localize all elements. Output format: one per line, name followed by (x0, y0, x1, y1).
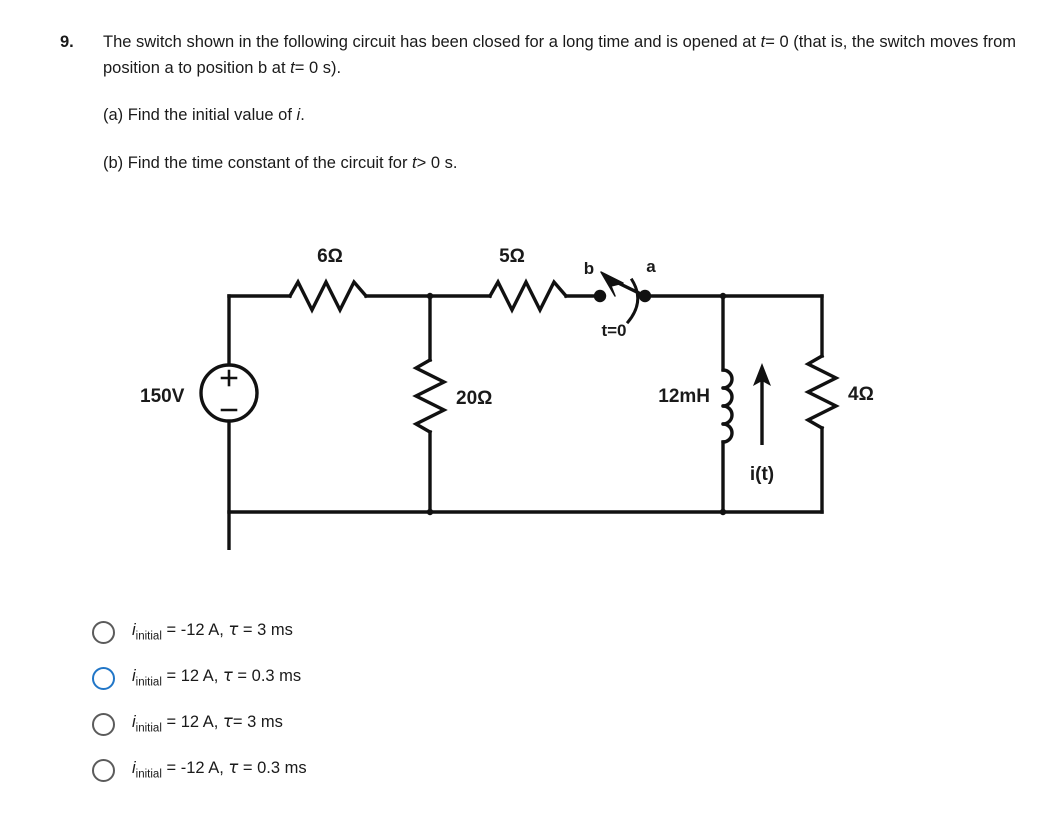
question-stem: The switch shown in the following circui… (103, 30, 1020, 81)
stem-text-2: = 0 (that is, the switch moves from posi… (103, 33, 1017, 77)
part-b-variable-t: t (412, 153, 417, 172)
switch-terminal-a-dot[interactable] (638, 289, 652, 303)
radio-button-2[interactable] (92, 666, 115, 690)
part-b-text-end: > 0 s. (416, 153, 458, 172)
resistor-4ohm-label: 4Ω (848, 384, 874, 405)
option-2-tau-symbol: τ (222, 665, 233, 685)
junction-dot-inductor-bottom (719, 508, 727, 516)
resistor-20ohm-label: 20Ω (456, 388, 492, 409)
answer-options-list: iinitial = -12 A, τ = 3 ms iinitial = 12… (92, 612, 652, 796)
part-a-period: . (300, 106, 305, 125)
option-4-variable: i (132, 758, 136, 777)
question-block: 9. The switch shown in the following cir… (60, 30, 1020, 176)
option-2-variable: i (132, 666, 136, 685)
option-1-subscript: initial (135, 630, 162, 643)
question-stem-row: 9. The switch shown in the following cir… (60, 30, 1020, 81)
question-part-b: (b) Find the time constant of the circui… (103, 151, 1020, 177)
option-3-value: = 12 A, (161, 712, 223, 731)
resistor-5ohm-label: 5Ω (499, 246, 525, 267)
resistor-20ohm-symbol (412, 357, 448, 435)
switch-terminal-b-dot[interactable] (593, 289, 607, 303)
junction-dot-inductor-top (719, 292, 727, 300)
option-4-value: = -12 A, (161, 758, 229, 777)
resistor-6ohm-label: 6Ω (317, 246, 343, 267)
resistor-6ohm-symbol (287, 278, 369, 314)
part-a-text: (a) Find the initial value of (103, 106, 297, 125)
option-2-value: = 12 A, (161, 666, 223, 685)
stem-variable-t1: t (760, 33, 766, 51)
option-row-2[interactable]: iinitial = 12 A, τ = 0.3 ms (92, 658, 652, 698)
junction-dot-20ohm-top (426, 292, 434, 300)
option-3-tau-symbol: τ (222, 711, 233, 731)
option-2-tau-value: = 0.3 ms (232, 666, 302, 685)
switch-time-label: t=0 (601, 321, 626, 340)
option-row-4[interactable]: iinitial = -12 A, τ = 0.3 ms (92, 750, 652, 790)
inductor-label: 12mH (658, 386, 710, 407)
radio-button-4[interactable] (92, 758, 115, 782)
resistor-4ohm-symbol (804, 353, 840, 431)
option-1-value: = -12 A, (161, 620, 229, 639)
question-number: 9. (60, 33, 74, 51)
stem-text-3: = 0 s). (294, 58, 342, 77)
stem-variable-t2: t (290, 58, 295, 77)
current-label: i(t) (750, 464, 774, 485)
option-row-1[interactable]: iinitial = -12 A, τ = 3 ms (92, 612, 652, 652)
resistor-5ohm-symbol (487, 278, 569, 314)
current-arrow-icon (753, 363, 771, 445)
option-3-variable: i (132, 712, 136, 731)
switch-terminal-a-label: a (646, 257, 656, 276)
stem-text-1: The switch shown in the following circui… (103, 33, 761, 51)
option-label-3: iinitial = 12 A, τ= 3 ms (132, 712, 283, 736)
radio-button-3[interactable] (92, 712, 115, 736)
question-part-a: (a) Find the initial value of i. (103, 103, 1020, 129)
voltage-source-symbol (199, 363, 259, 423)
switch-terminal-b-label: b (584, 259, 594, 278)
option-row-3[interactable]: iinitial = 12 A, τ= 3 ms (92, 704, 652, 744)
inductor-coils (721, 368, 734, 444)
switch-arrow-icon (600, 271, 624, 297)
switch-motion-arc (625, 277, 640, 325)
option-2-subscript: initial (135, 676, 162, 689)
option-label-4: iinitial = -12 A, τ = 0.3 ms (132, 758, 307, 782)
voltage-source-label: 150V (140, 386, 185, 407)
option-1-tau-value: = 3 ms (238, 620, 293, 639)
voltage-source-plus-icon (220, 369, 238, 387)
option-4-subscript: initial (135, 768, 162, 781)
option-3-tau-value: = 3 ms (232, 712, 283, 731)
circuit-schematic: 6Ω 5Ω 20Ω 4Ω 150V 12mH i(t) b a t=0 (140, 246, 874, 550)
part-b-text: (b) Find the time constant of the circui… (103, 153, 413, 172)
circuit-diagram: 6Ω 5Ω 20Ω 4Ω 150V 12mH i(t) b a t=0 (0, 230, 1063, 550)
junction-dot-20ohm-bottom (426, 508, 434, 516)
option-1-variable: i (132, 620, 136, 639)
option-1-tau-symbol: τ (228, 619, 239, 639)
option-label-1: iinitial = -12 A, τ = 3 ms (132, 620, 293, 644)
part-a-variable-i: i (296, 106, 301, 125)
option-label-2: iinitial = 12 A, τ = 0.3 ms (132, 666, 301, 690)
radio-button-1[interactable] (92, 620, 115, 644)
option-3-subscript: initial (135, 722, 162, 735)
option-4-tau-symbol: τ (228, 757, 239, 777)
option-4-tau-value: = 0.3 ms (238, 758, 307, 777)
